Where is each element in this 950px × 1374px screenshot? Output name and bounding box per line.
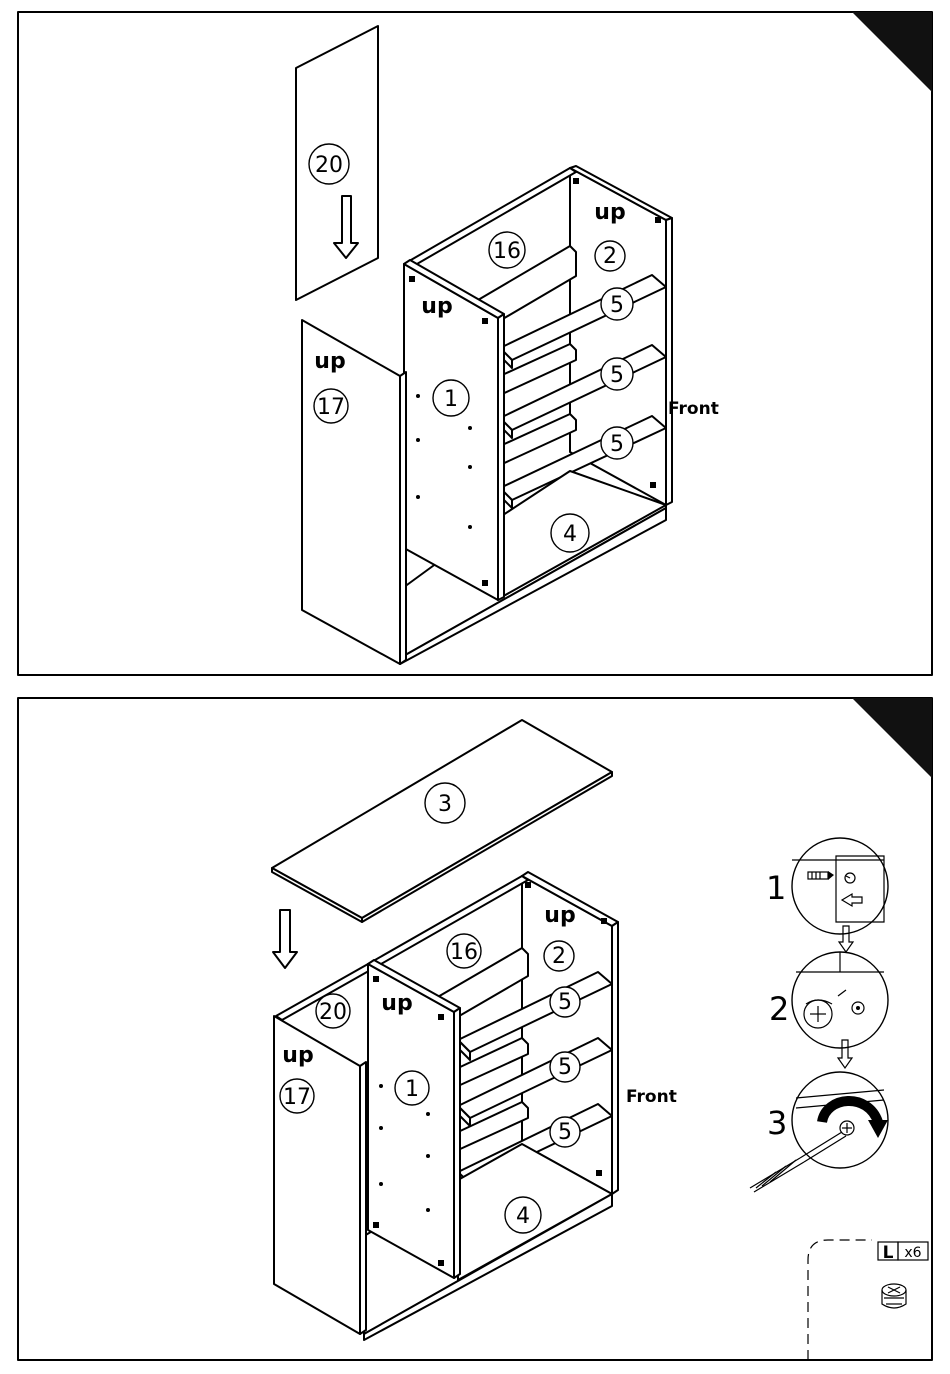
front-label: Front	[626, 1087, 677, 1107]
part-number: 3	[438, 792, 452, 817]
back-panel-20: 20	[296, 26, 378, 300]
orientation-label: up	[544, 903, 575, 928]
detail-step-1: 1	[766, 838, 888, 934]
part-number: 16	[493, 239, 521, 264]
part-number: 1	[444, 387, 458, 412]
part-number: 4	[516, 1204, 530, 1229]
step-number: 2	[769, 990, 789, 1028]
page-corner-marker	[852, 698, 932, 778]
part-number: 5	[558, 1055, 572, 1080]
step-number: 3	[767, 1104, 787, 1142]
page-corner-marker	[852, 12, 932, 92]
orientation-label: up	[282, 1043, 313, 1068]
front-label: Front	[668, 399, 719, 419]
part-number: 4	[563, 522, 577, 547]
back-panel-20: 20	[276, 964, 374, 1028]
hardware-quantity: x6	[904, 1245, 921, 1261]
hardware-letter: L	[883, 1243, 894, 1263]
cam-lock-part-icon	[882, 1284, 906, 1308]
part-number: 5	[610, 363, 624, 388]
part-number: 5	[610, 293, 624, 318]
orientation-label: up	[381, 991, 412, 1016]
part-number: 5	[558, 990, 572, 1015]
part-number: 16	[450, 940, 478, 965]
hardware-callout: L x6	[808, 1240, 928, 1360]
part-number: 2	[603, 244, 617, 269]
step-number: 1	[766, 869, 786, 907]
left-side-panel-17: up 17	[302, 320, 406, 664]
down-arrow-icon	[273, 910, 297, 968]
detail-step-2: 2	[769, 952, 888, 1048]
orientation-label: up	[421, 294, 452, 319]
step-panel-2: 3 up 2 16 20	[18, 698, 932, 1360]
cam-lock-detail: 1	[750, 838, 888, 1192]
orientation-label: up	[314, 349, 345, 374]
part-number: 5	[558, 1120, 572, 1145]
detail-step-3: 3	[750, 1072, 888, 1192]
part-number: 17	[317, 395, 345, 420]
left-side-panel-17: up 17	[274, 1016, 366, 1334]
part-number: 1	[405, 1077, 419, 1102]
orientation-label: up	[594, 200, 625, 225]
part-number: 20	[319, 1000, 347, 1025]
step-panel-1: 20 up 2 16 5	[18, 12, 932, 675]
part-number: 2	[552, 944, 566, 969]
part-number: 5	[610, 432, 624, 457]
part-number: 20	[315, 153, 343, 178]
part-number: 17	[283, 1085, 311, 1110]
divider-panel-1: up 1	[368, 960, 460, 1278]
